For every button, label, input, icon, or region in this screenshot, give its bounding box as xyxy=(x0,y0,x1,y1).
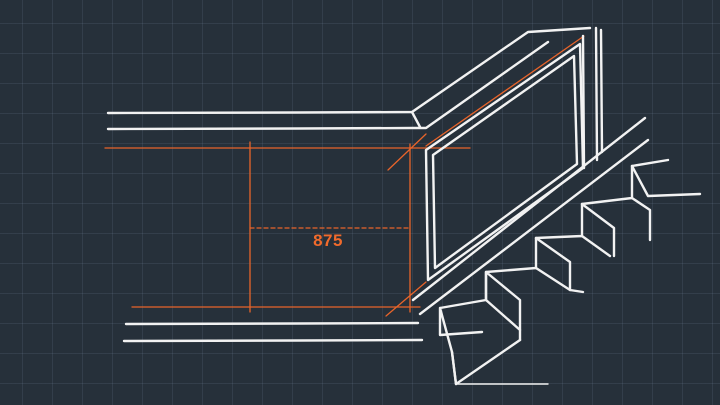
step-5 xyxy=(630,158,702,198)
handrail-bend-corner xyxy=(410,110,422,129)
stringer-top-edge xyxy=(411,116,647,302)
handrail-right-posts xyxy=(581,26,604,170)
floor-line-lower xyxy=(122,338,424,343)
stair-steps xyxy=(438,158,702,386)
floor-line-upper xyxy=(124,321,420,326)
bottom-tick xyxy=(385,281,427,317)
rail-parallel-guide xyxy=(425,35,585,147)
handrail-top-edge xyxy=(106,26,592,115)
step-4 xyxy=(580,164,652,258)
stringer xyxy=(411,116,650,316)
panel-outer-frame xyxy=(424,42,585,282)
guard-panel xyxy=(424,42,585,282)
handrail-bottom-edge xyxy=(106,40,550,131)
dimension-guides xyxy=(104,35,585,317)
post-right-edge xyxy=(594,26,599,162)
top-tick xyxy=(387,133,427,171)
post-far-edge xyxy=(599,28,604,154)
post-left-edge xyxy=(581,34,586,170)
panel-inner-frame xyxy=(431,54,579,270)
step-3 xyxy=(534,202,612,294)
floor-lines xyxy=(122,321,549,385)
stair-flight-base xyxy=(450,338,522,386)
dimension-label: 875 xyxy=(313,231,343,250)
handrail-top xyxy=(106,26,592,131)
step-2 xyxy=(484,236,572,332)
stringer-bottom-edge xyxy=(418,138,650,316)
